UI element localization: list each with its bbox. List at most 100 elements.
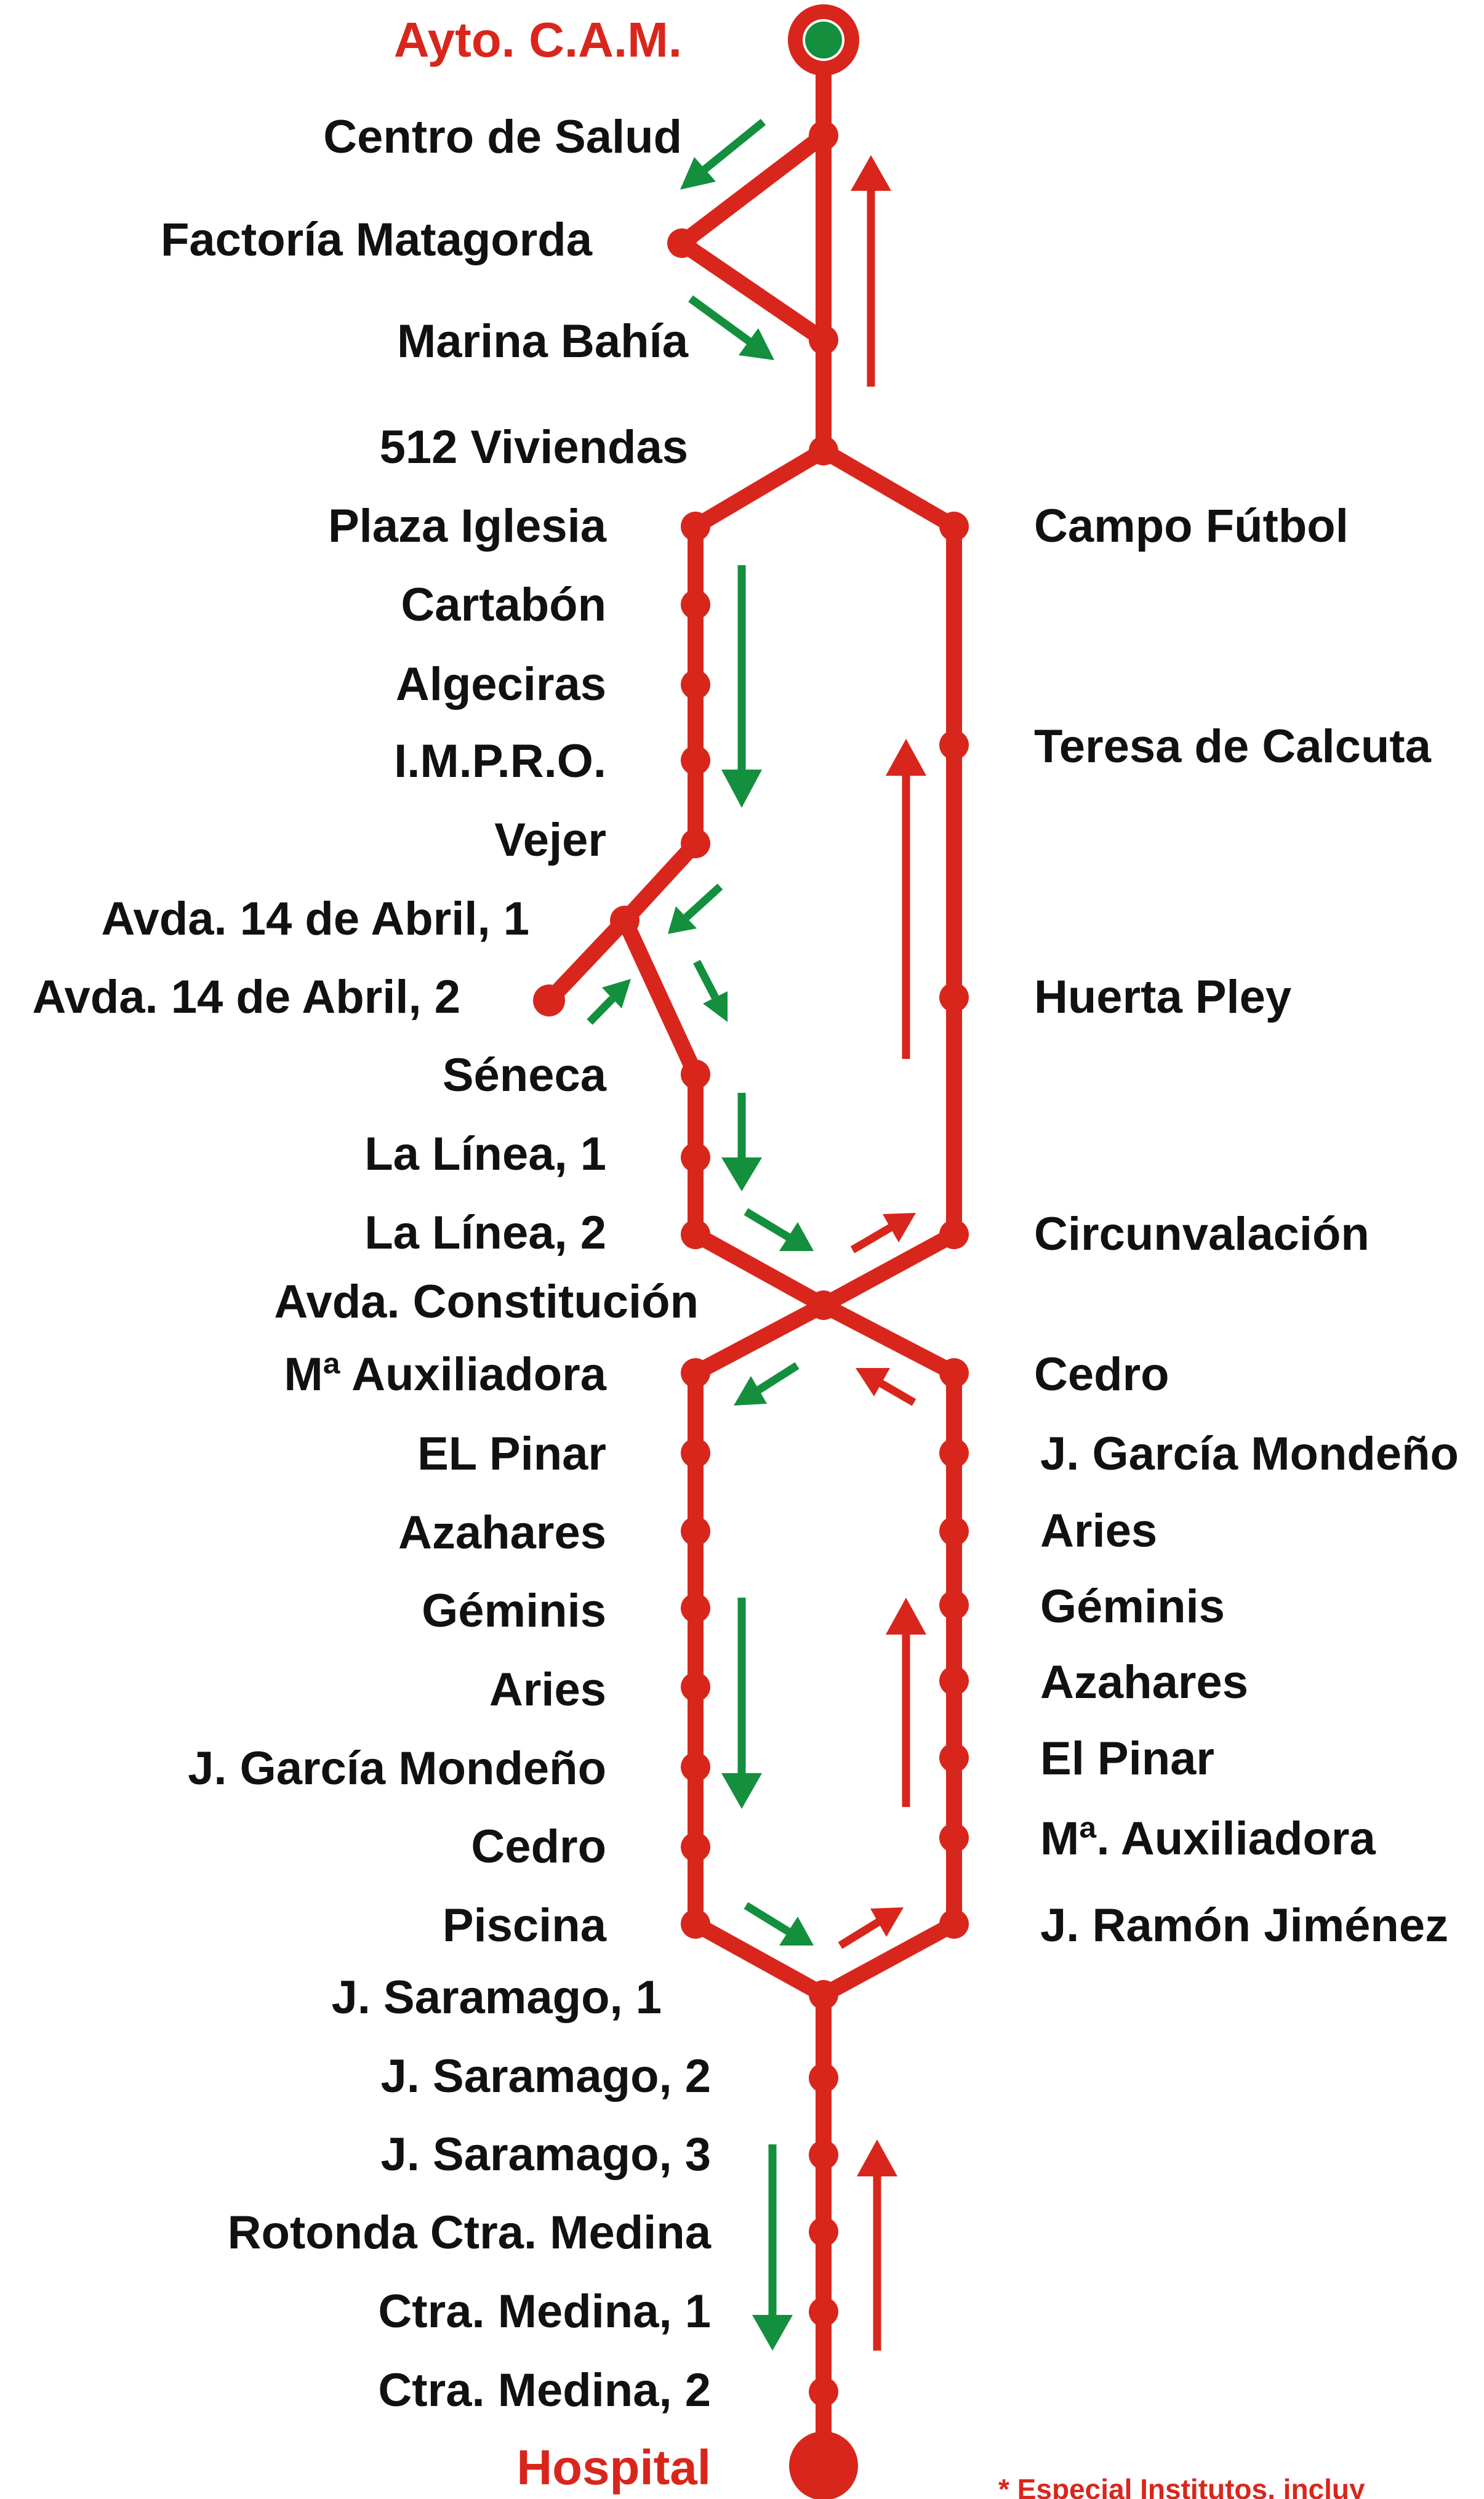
stop-label: Huerta Pley	[1034, 971, 1291, 1023]
stop-dot	[681, 1516, 710, 1546]
stop-label: Ctra. Medina, 2	[378, 2364, 711, 2417]
lower-left-branch	[688, 1297, 832, 2003]
stop-label: J. Saramago, 3	[381, 2128, 712, 2181]
stop-label: J. García Mondeño	[188, 1742, 606, 1795]
inbound-arrow	[850, 1213, 916, 1254]
stop-dot	[667, 228, 697, 258]
stop-dot	[809, 1980, 838, 2010]
stop-dot	[809, 2140, 838, 2170]
origin-label: Ayto. C.A.M.	[394, 12, 682, 67]
stop-dot	[939, 1743, 969, 1773]
destination-marker	[789, 2431, 858, 2499]
stop-label: Circunvalación	[1034, 1208, 1370, 1260]
stop-label: Factoría Matagorda	[161, 214, 593, 266]
stop-dot	[939, 512, 969, 541]
stop-label: Algeciras	[396, 658, 606, 710]
stop-dot	[939, 1438, 969, 1468]
stop-dot	[809, 325, 838, 355]
stop-dot	[939, 1823, 969, 1853]
stop-label: Teresa de Calcuta	[1034, 720, 1432, 773]
stop-dot	[681, 512, 710, 541]
stop-label: Géminis	[422, 1585, 606, 1637]
stop-dot	[681, 1593, 710, 1623]
stop-dot	[809, 436, 838, 465]
stop-dot	[681, 1438, 710, 1468]
stop-label: El Pinar	[1040, 1732, 1214, 1785]
stop-dot	[681, 1909, 710, 1939]
upper-right-branch	[816, 443, 962, 1313]
stop-label: Piscina	[443, 1899, 607, 1952]
outbound-arrow	[744, 1208, 814, 1251]
inbound-arrow	[851, 155, 891, 387]
stop-label: Avda. 14 de Abril, 2	[32, 971, 460, 1023]
stop-dot	[809, 121, 838, 150]
direction-arrows	[587, 118, 926, 2351]
stop-dot	[939, 1590, 969, 1620]
footnote-text: * Especial Institutos, incluy	[998, 2473, 1365, 2499]
stop-label: J. García Mondeño	[1040, 1428, 1459, 1480]
upper-left-lower	[688, 1066, 832, 1313]
outbound-arrow	[734, 1362, 800, 1406]
outbound-arrow	[721, 565, 762, 808]
stop-labels-left: Centro de Salud Factoría Matagorda Marin…	[32, 111, 711, 2417]
outbound-arrow	[668, 883, 723, 934]
abril-spur-lower	[541, 912, 633, 1008]
origin-marker	[788, 4, 859, 76]
stop-label: I.M.P.R.O.	[394, 735, 606, 787]
stop-dot	[681, 1672, 710, 1702]
stop-label: Plaza Iglesia	[328, 500, 607, 552]
stop-label: Avda. Constitución	[274, 1276, 699, 1328]
stop-dot	[681, 1832, 710, 1862]
stop-dot	[533, 984, 565, 1016]
stop-label: Mª Auxiliadora	[284, 1348, 606, 1401]
stop-dot	[681, 829, 710, 858]
outbound-arrow	[721, 1598, 762, 1809]
stop-dot	[610, 906, 640, 935]
stop-dot	[681, 1752, 710, 1782]
stop-label: Avda. 14 de Abril, 1	[101, 893, 529, 945]
stop-dot	[939, 730, 969, 760]
outbound-arrow	[587, 979, 631, 1025]
inbound-arrow	[886, 1598, 926, 1807]
stop-label: Aries	[489, 1664, 606, 1716]
inbound-arrow	[856, 1368, 916, 1406]
stop-label: J. Saramago, 1	[332, 1971, 662, 2024]
stop-dot	[809, 2217, 838, 2247]
stop-dot	[809, 1290, 838, 1320]
outbound-arrow	[721, 1093, 762, 1191]
abril-spur-upper	[617, 835, 704, 1082]
stop-label: Centro de Salud	[323, 111, 682, 163]
stop-labels-right: Campo Fútbol Teresa de Calcuta Huerta Pl…	[1034, 500, 1459, 1952]
stop-dot	[939, 1666, 969, 1696]
stop-label: Vejer	[494, 814, 606, 866]
inbound-arrow	[857, 2139, 897, 2351]
stop-label: Aries	[1040, 1505, 1157, 1557]
stop-dot	[681, 746, 710, 775]
stop-label: J. Saramago, 2	[381, 2050, 712, 2103]
lower-right-branch	[816, 1297, 962, 2003]
stop-label: Azahares	[398, 1507, 606, 1559]
outbound-arrow	[744, 1902, 814, 1946]
stop-label: Azahares	[1040, 1656, 1248, 1708]
stop-label: La Línea, 1	[364, 1128, 606, 1180]
outbound-arrow	[752, 2144, 793, 2351]
stop-label: Marina Bahía	[397, 315, 689, 368]
inbound-arrow	[886, 739, 926, 1059]
stop-label: EL Pinar	[417, 1428, 606, 1480]
inbound-arrow	[838, 1907, 904, 1949]
stop-label: Campo Fútbol	[1034, 500, 1349, 552]
stop-label: 512 Viviendas	[380, 421, 688, 473]
outbound-arrow	[693, 960, 728, 1022]
stop-dot	[809, 2063, 838, 2093]
stop-label: Géminis	[1040, 1580, 1225, 1633]
stop-dot	[939, 983, 969, 1012]
stop-dot	[681, 1358, 710, 1388]
stop-label: Mª. Auxiliadora	[1040, 1813, 1376, 1865]
stop-dot	[809, 2297, 838, 2327]
stop-dot	[681, 590, 710, 619]
stop-label: La Línea, 2	[364, 1207, 606, 1259]
stop-dot	[939, 1909, 969, 1939]
upper-left-branch	[688, 443, 832, 851]
stop-label: Ctra. Medina, 1	[378, 2285, 711, 2338]
